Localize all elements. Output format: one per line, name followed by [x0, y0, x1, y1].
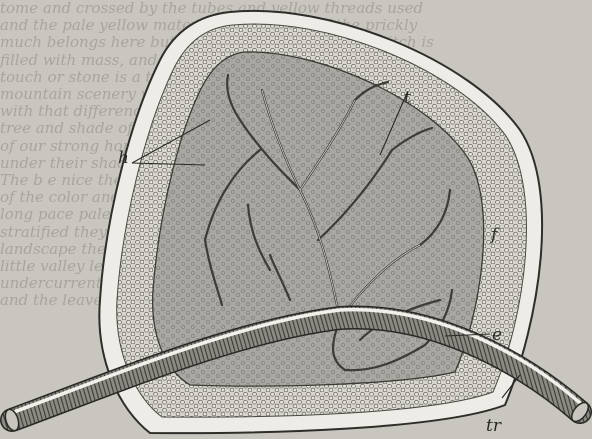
label-tr: tr [486, 416, 502, 436]
label-t: t [404, 88, 411, 108]
label-e: e [492, 325, 502, 345]
label-h: h [118, 148, 129, 168]
